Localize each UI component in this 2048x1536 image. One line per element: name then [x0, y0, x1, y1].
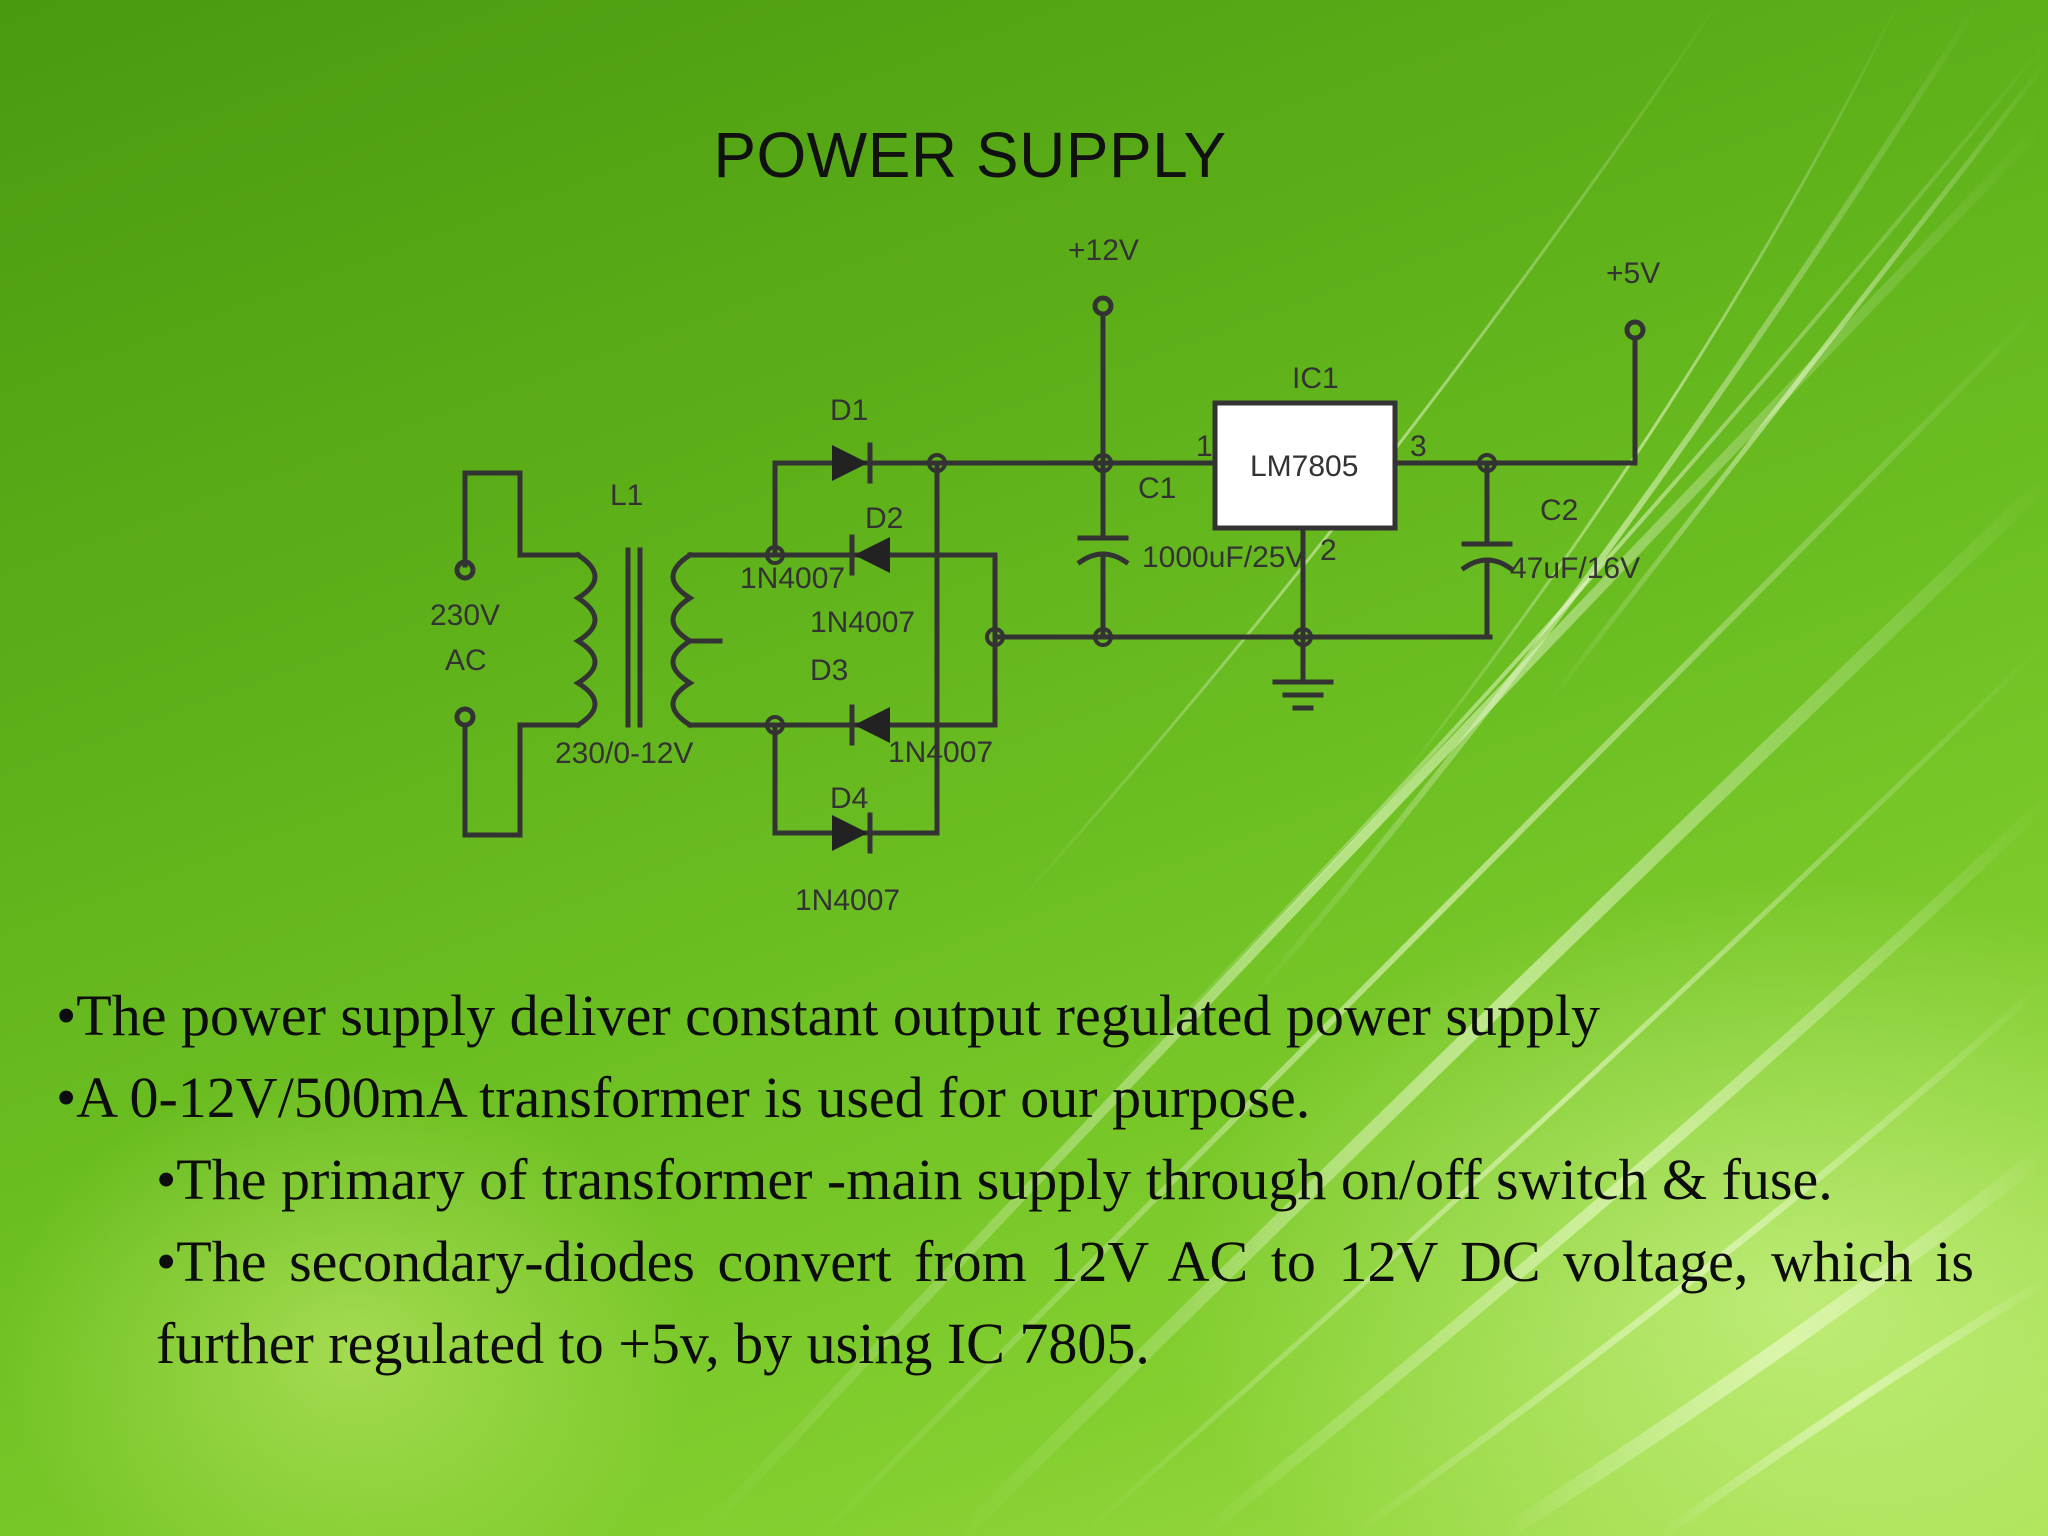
output-12v-label: +12V	[1068, 234, 1139, 267]
sub-bullet-item: •The secondary-diodes convert from 12V A…	[156, 1229, 1974, 1376]
input-voltage-label: 230V	[430, 599, 500, 632]
d4-part-label: 1N4007	[795, 884, 900, 917]
d2-part-label: 1N4007	[810, 606, 915, 639]
pin3-label: 3	[1410, 430, 1427, 463]
bullet-item: •A 0-12V/500mA transformer is used for o…	[56, 1065, 1311, 1130]
output-5v-terminal	[1624, 319, 1646, 466]
c1-label: C1	[1138, 472, 1176, 505]
sub-bullet-item: •The primary of transformer -main supply…	[156, 1147, 1833, 1212]
capacitor-c2	[1460, 453, 1514, 640]
bridge-rectifier	[765, 442, 1005, 854]
capacitor-c1	[1076, 460, 1130, 640]
transformer-label: L1	[610, 479, 643, 512]
regulator-ic1	[1212, 400, 1638, 647]
dc-rails	[934, 295, 1493, 647]
slide-title: POWER SUPPLY	[713, 119, 1227, 191]
transformer-l1	[573, 547, 778, 729]
pin1-label: 1	[1196, 430, 1213, 463]
d3-part-label: 1N4007	[888, 736, 993, 769]
pin2-label: 2	[1320, 534, 1337, 567]
diode-d3	[849, 704, 890, 746]
bullet-list: •The power supply deliver constant outpu…	[56, 975, 1976, 1385]
output-5v-label: +5V	[1606, 257, 1660, 290]
ic-part-label: LM7805	[1250, 450, 1358, 483]
input-ac-label: AC	[445, 644, 487, 677]
d4-label: D4	[830, 782, 868, 815]
d1-label: D1	[830, 394, 868, 427]
ic-label: IC1	[1292, 362, 1339, 395]
diode-d2	[849, 534, 890, 576]
c2-label: C2	[1540, 494, 1578, 527]
c1-value-label: 1000uF/25V	[1142, 541, 1305, 574]
diode-d4	[832, 812, 873, 854]
d2-label: D2	[865, 502, 903, 535]
ac-input-terminals	[454, 470, 581, 838]
d3-label: D3	[810, 654, 848, 687]
diode-d1	[832, 442, 873, 484]
c2-value-label: 47uF/16V	[1510, 552, 1640, 585]
transformer-rating-label: 230/0-12V	[555, 737, 693, 770]
d1-part-label: 1N4007	[740, 562, 845, 595]
bullet-item: •The power supply deliver constant outpu…	[56, 983, 1601, 1048]
power-supply-circuit-diagram: 230V AC L1 230/0-12V D1 D2 D3 D4 1N4007 …	[430, 234, 1660, 917]
ground-symbol	[1272, 634, 1334, 711]
